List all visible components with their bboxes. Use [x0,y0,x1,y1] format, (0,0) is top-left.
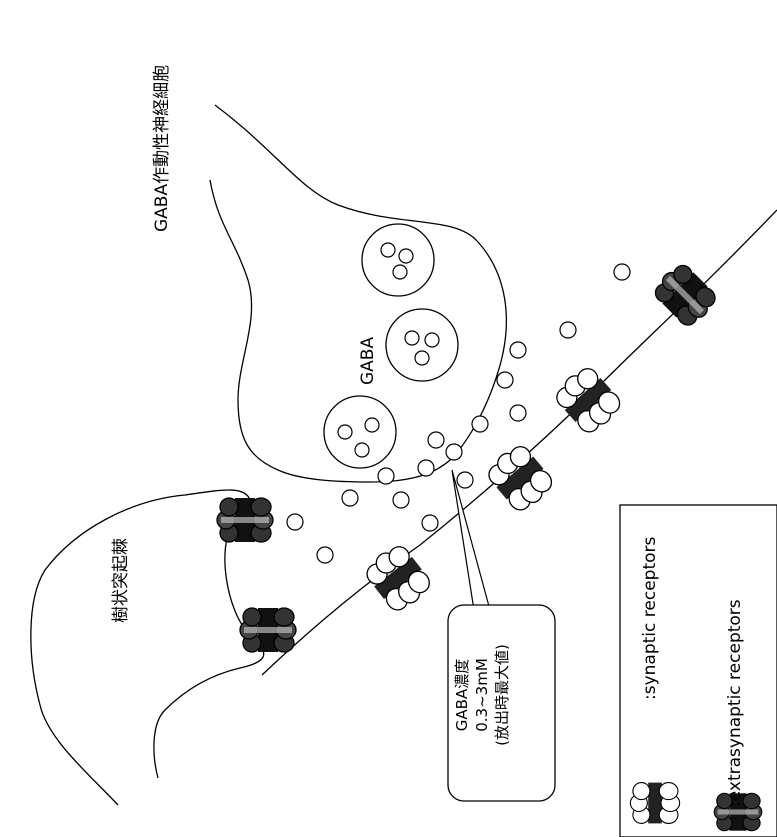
concentration-range: 0.3~3mM [472,605,492,785]
dendrite-label: 樹状突起棘 [106,538,131,623]
vesicle [386,309,458,381]
concentration-note: (放出時最大値) [492,605,512,785]
neuron-label: GABA作動性神経細胞 [147,65,172,232]
presynaptic-neuron-outline [210,105,506,482]
synaptic-receptor [361,540,435,615]
extrasynaptic-receptor [217,498,273,542]
legend-synaptic-label: :synaptic receptors [640,537,660,700]
vesicle [362,224,434,296]
synaptic-receptor [551,362,625,437]
concentration-label: GABA濃度 0.3~3mM (放出時最大値) [452,605,552,785]
concentration-title: GABA濃度 [452,605,472,785]
synaptic-receptor [483,440,557,515]
extrasynaptic-receptor [650,260,721,331]
legend-synaptic-icon [630,783,679,824]
legend-extrasynaptic-label: :extrasynaptic receptors [725,599,745,807]
extrasynaptic-receptor [240,608,296,652]
vesicle-gaba-label: GABA [358,337,378,385]
